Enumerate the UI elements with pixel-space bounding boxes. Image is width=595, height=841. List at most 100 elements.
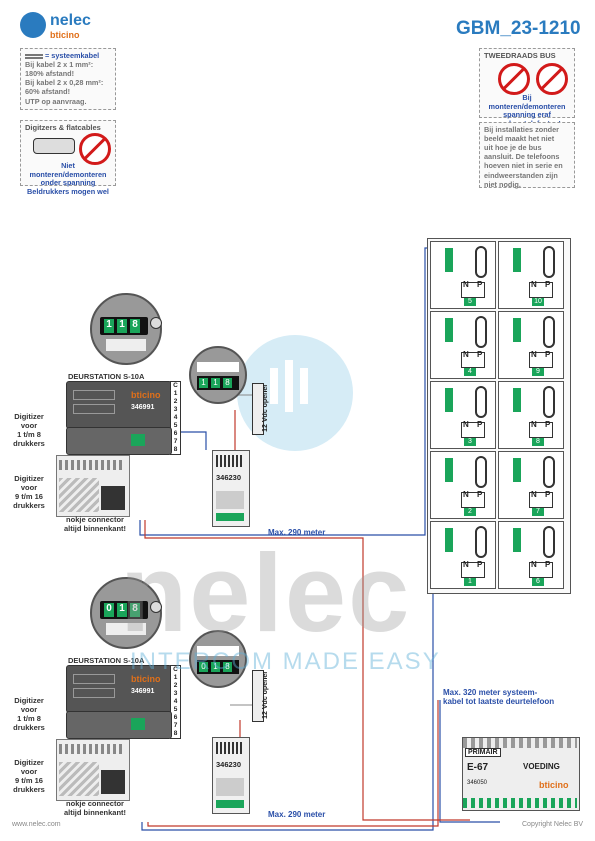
np-switch (461, 282, 485, 298)
footer-website: www.nelec.com (12, 821, 61, 828)
terminal-strip: C 1 2 3 4 5 6 7 8 (170, 381, 181, 455)
digitizer-module (101, 486, 125, 510)
handset-icon (543, 316, 555, 348)
installation-note-line: niet nodig. (484, 179, 521, 189)
phone-number: 9 (532, 368, 544, 376)
digit-display: 1 1 8 (100, 317, 148, 335)
digit-value: 0 (104, 603, 114, 617)
digitizer-warning-title: Digitzers & flatcables (25, 123, 101, 132)
digitizer-board (56, 739, 130, 801)
digitizer-board (56, 455, 130, 517)
terminal-block (216, 742, 244, 754)
digitizer-text: voor (20, 705, 38, 714)
bus-terminal (131, 434, 145, 446)
digitizer-label: Digitizer voor 1 t/m 8 drukkers (6, 696, 52, 732)
distance-label: Max. 290 meter (268, 810, 326, 819)
bus-terminal (216, 800, 244, 808)
system-cable-text: Max. 320 meter systeem- (443, 688, 538, 697)
screw-icon (150, 601, 162, 613)
terminal-strip: C 1 2 3 4 5 6 7 8 (170, 665, 181, 739)
digitizer-warning-line: Beldrukkers mogen wel (27, 186, 109, 196)
bus-warning-title: TWEEDRAADS BUS (484, 51, 556, 60)
digitizer-text: voor (20, 483, 38, 492)
digit-value: 1 (117, 319, 127, 333)
phone-number: 1 (464, 578, 476, 586)
n-label: N (463, 420, 469, 429)
terminal-label: 8 (173, 730, 178, 737)
cable-note-line: UTP op aanvraag. (25, 96, 87, 106)
terminal-label: 7 (173, 722, 178, 729)
handset-icon (475, 526, 487, 558)
terminal-label: 3 (173, 690, 178, 697)
handset-icon (543, 526, 555, 558)
phone-number: 4 (464, 368, 476, 376)
bus-terminal (445, 528, 453, 552)
bus-terminal (513, 388, 521, 412)
handset-icon (475, 316, 487, 348)
np-switch (529, 282, 553, 298)
digitizer-text: Digitizer (14, 696, 44, 705)
n-label: N (531, 420, 537, 429)
bus-warning-line: spanning eraf (503, 110, 551, 120)
p-label: P (477, 490, 483, 499)
digit-display: 1 1 8 (197, 376, 239, 390)
digit-value: 1 (104, 319, 114, 333)
watermark-bars-icon (270, 360, 308, 412)
phone-number: 7 (532, 508, 544, 516)
p-label: P (545, 490, 551, 499)
np-switch (529, 422, 553, 438)
cable-note-line: 60% afstand! (25, 87, 71, 97)
bus-warning-note: TWEEDRAADS BUS Bij monteren/demonteren s… (479, 48, 575, 127)
connector-text: nokje connector (66, 799, 124, 808)
digit-value: 1 (117, 603, 127, 617)
connector-text: altijd binnenkant! (63, 808, 127, 817)
terminal-label: 1 (173, 674, 178, 681)
digitizer-label: Digitizer voor 9 t/m 16 drukkers (6, 474, 52, 510)
opener-label: 12 Vdc opener (262, 384, 269, 432)
digit-value: 8 (223, 378, 232, 388)
flatcable-icon (33, 138, 75, 155)
cable-note: = systeemkabel Bij kabel 2 x 1 mm²: 180%… (20, 48, 116, 110)
digitizer-text: 1 t/m 8 (17, 430, 41, 439)
footer-copyright: Copyright Nelec BV (522, 821, 584, 828)
digitizer-text: 9 t/m 16 (15, 776, 43, 785)
interface-body (216, 491, 244, 509)
distance-label: Max. 290 meter (268, 528, 326, 537)
digitizer-text: drukkers (13, 439, 45, 448)
installation-note-line: eindweerstanden zijn (484, 170, 558, 180)
terminal-label: C (173, 382, 178, 389)
digitizer-text: voor (20, 767, 38, 776)
phone-number: 8 (532, 438, 544, 446)
n-label: N (463, 350, 469, 359)
terminal-label: 2 (173, 398, 178, 405)
digit-value: 0 (199, 662, 208, 672)
psu-code: 346050 (467, 780, 488, 786)
display-zoom-circle: 0 1 8 (90, 577, 162, 649)
phone-number: 5 (464, 298, 476, 306)
bus-terminal (513, 528, 521, 552)
digit-value: 1 (211, 378, 220, 388)
dip-switch (197, 362, 239, 372)
no-power-icon (536, 63, 568, 96)
connector-text: altijd binnenkant! (63, 524, 127, 533)
dip-switch (197, 646, 239, 656)
phone-number: 3 (464, 438, 476, 446)
p-label: P (477, 350, 483, 359)
bus-terminal (131, 718, 145, 730)
p-label: P (545, 420, 551, 429)
cable-note-line: 180% afstand! (25, 69, 75, 79)
station-brand: bticino (131, 390, 161, 400)
flatcable-icon (59, 460, 125, 470)
terminal-label: 3 (173, 406, 178, 413)
terminal-label: 4 (173, 414, 178, 421)
jumper-icon (106, 623, 146, 635)
terminal-label: 5 (173, 422, 178, 429)
terminal-label: C (173, 666, 178, 673)
